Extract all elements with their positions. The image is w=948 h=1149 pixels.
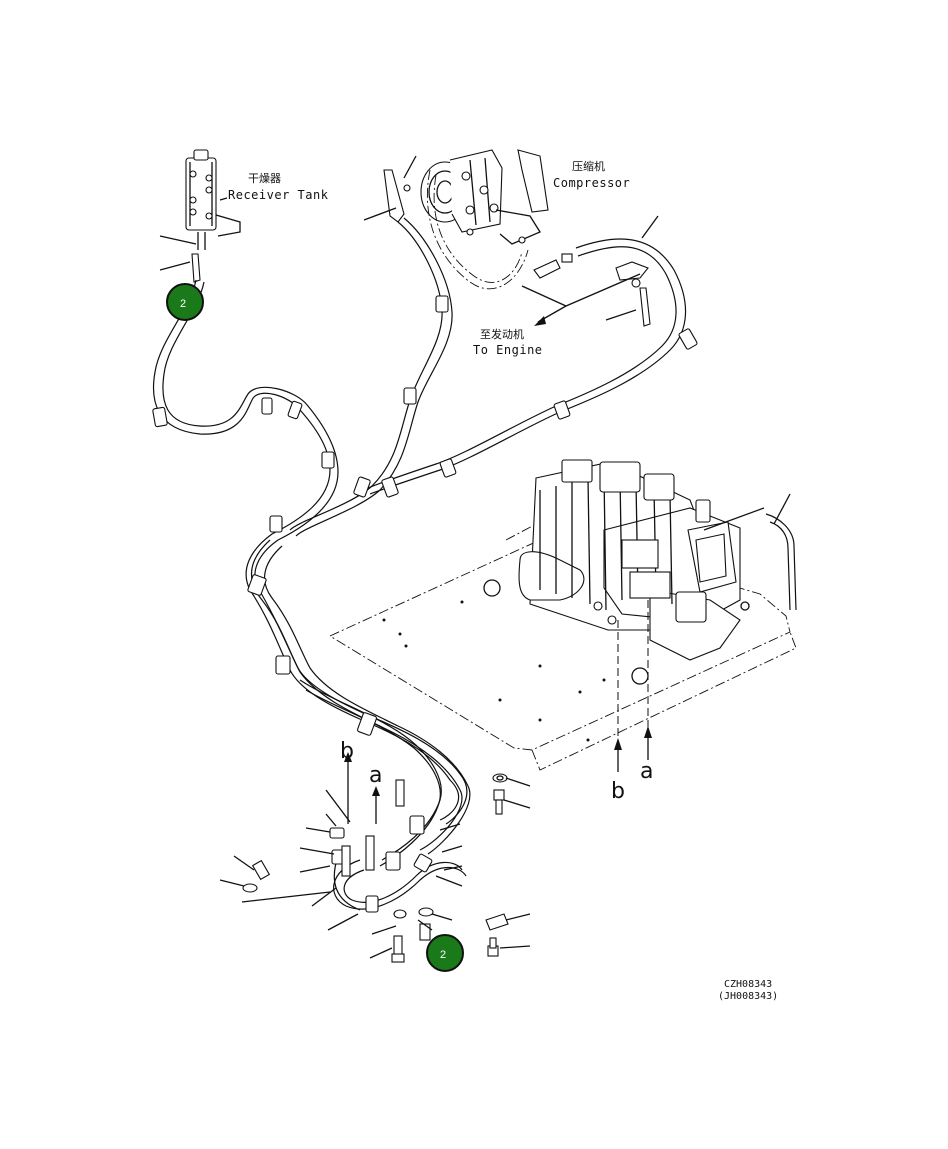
hose-fitting xyxy=(383,169,405,223)
connection-arrow-a-right xyxy=(644,600,652,760)
callout-number: 2 xyxy=(440,949,446,961)
callout-badge[interactable]: 2 xyxy=(426,934,464,972)
engine-fitting xyxy=(533,259,561,279)
leader-line xyxy=(159,261,191,271)
drawing-code-alt: (JH008343) xyxy=(718,991,778,1002)
receiver-tank-label: Receiver Tank xyxy=(228,188,329,202)
hose-fitting xyxy=(191,253,201,283)
hose-fitting xyxy=(639,287,651,327)
drain-hose xyxy=(769,521,791,611)
belt-outline xyxy=(433,174,523,283)
o-ring xyxy=(403,184,411,192)
callout-badge[interactable]: 2 xyxy=(166,283,204,321)
compressor xyxy=(420,149,549,245)
leader-line xyxy=(605,309,637,321)
air-conditioner-unit xyxy=(518,459,741,661)
belt-outline xyxy=(426,169,529,290)
compressor-cn-label: 压缩机 xyxy=(572,159,605,173)
receiver-tank-cn-label: 干燥器 xyxy=(248,172,281,185)
connection-arrow-b-right xyxy=(614,620,622,772)
hose-clamps xyxy=(152,295,698,913)
arrow-label-a-right: a xyxy=(640,759,653,784)
arrow-label-b-right: b xyxy=(611,779,625,804)
arrow-label-a-left: a xyxy=(369,763,382,788)
receiver-tank xyxy=(185,149,241,250)
compressor-label: Compressor xyxy=(553,176,630,190)
leader-line xyxy=(159,235,197,245)
drain-hose xyxy=(765,513,797,611)
drawing-code: CZH08343 xyxy=(724,979,772,990)
leader-line xyxy=(363,207,397,221)
leader-line xyxy=(773,493,791,525)
hardware-parts xyxy=(219,773,531,963)
arrowhead xyxy=(534,316,546,326)
o-ring xyxy=(631,278,641,288)
leader-line xyxy=(403,155,417,179)
to-engine-cn-label: 至发动机 xyxy=(480,327,524,341)
engine-fitting xyxy=(615,261,649,281)
callout-number: 2 xyxy=(180,298,186,310)
connection-arrow-a-left xyxy=(372,786,380,824)
to-engine-label: To Engine xyxy=(473,343,543,357)
engine-fitting xyxy=(561,253,573,263)
leader-line xyxy=(703,507,765,531)
leader-line xyxy=(641,215,659,239)
arrow-label-b-left: b xyxy=(340,739,354,764)
connection-arrow-b-left xyxy=(344,752,352,824)
